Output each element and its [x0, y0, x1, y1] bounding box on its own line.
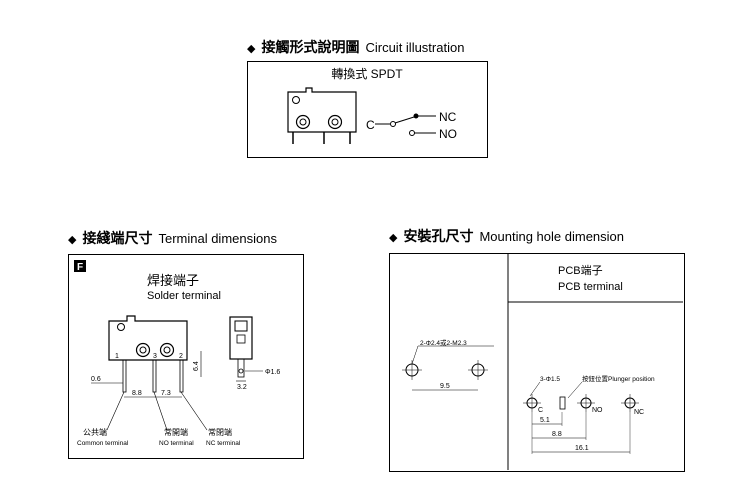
dim-7-3: 7.3: [161, 390, 171, 397]
right-terminal-hole-icon: [327, 114, 343, 130]
terminal-hole-left-inner: [139, 346, 147, 354]
pin-nc-body: [179, 359, 184, 393]
terminal-header-en: Terminal dimensions: [158, 231, 277, 246]
circuit-diagram: 轉換式 SPDT C NC NO: [287, 67, 457, 144]
pin-hole-icon: [238, 368, 244, 374]
pcb-label-no: NO: [592, 407, 603, 414]
terminal-title-zh: 焊接端子: [147, 273, 199, 288]
circuit-header-en: Circuit illustration: [365, 40, 465, 55]
left-terminal-hole-icon: [295, 114, 311, 130]
circuit-section-header: ◆ 接觸形式說明圖 Circuit illustration: [247, 37, 464, 57]
side-pin: [237, 358, 245, 378]
no-label-zh: 常開端: [164, 427, 188, 437]
terminal-diagram: F 焊接端子 Solder terminal 1 2 3 0.6 8.8 7.3…: [74, 260, 280, 447]
terminal-header-zh: 接綫端尺寸: [82, 231, 153, 247]
common-contact-icon: [390, 121, 396, 127]
side-detail: [236, 334, 246, 344]
dim-8-8: 8.8: [132, 390, 142, 397]
pin-label-3: 3: [153, 353, 157, 360]
dim-16-1: 16.1: [575, 445, 589, 452]
hole-note-leader: [411, 345, 419, 365]
no-label-en: NO terminal: [159, 440, 194, 447]
diamond-bullet-icon: ◆: [68, 233, 77, 246]
dim-8-8-pcb: 8.8: [552, 431, 562, 438]
switch-side-outline: [229, 316, 253, 360]
dim-5-1: 5.1: [540, 417, 550, 424]
leader-common: [106, 391, 125, 431]
terminal-hole-left-icon: [135, 342, 151, 358]
dim-0-6: 0.6: [91, 376, 101, 383]
mounting-diagram: PCB端子 PCB terminal 2-Φ2.4或2-M2.3 9.5 3-Φ…: [402, 254, 683, 470]
terminal-hole-right-icon: [159, 342, 175, 358]
mount-hole-icon: [117, 323, 125, 331]
pin-label-1: 1: [115, 353, 119, 360]
circuit-label-c: C: [366, 118, 375, 132]
pcb-label-c: C: [538, 407, 543, 414]
nc-contact-icon: [413, 113, 419, 119]
pcb-title-zh: PCB端子: [558, 264, 603, 277]
mounting-section-header: ◆ 安裝孔尺寸 Mounting hole dimension: [389, 226, 624, 246]
plunger-mark: [559, 396, 566, 410]
terminal-box: F 焊接端子 Solder terminal 1 2 3 0.6 8.8 7.3…: [68, 254, 304, 459]
dim-phi-1-6: Φ1.6: [265, 369, 280, 376]
common-label-zh: 公共端: [83, 427, 107, 437]
pcb-title-en: PCB terminal: [558, 281, 623, 293]
leader-nc: [180, 391, 208, 431]
circuit-label-no: NO: [439, 127, 457, 141]
pin-label-2: 2: [179, 353, 183, 360]
dim-9-5: 9.5: [440, 383, 450, 390]
pin-common-body: [122, 359, 127, 393]
mounting-box: PCB端子 PCB terminal 2-Φ2.4或2-M2.3 9.5 3-Φ…: [389, 253, 685, 472]
left-terminal-hole-inner: [299, 118, 307, 126]
dim-3-2: 3.2: [237, 384, 247, 391]
pin-note-leader: [529, 381, 541, 397]
badge-f-label: F: [77, 262, 83, 273]
nc-label-en: NC terminal: [206, 440, 241, 447]
right-terminal-hole-inner: [331, 118, 339, 126]
terminal-title-en: Solder terminal: [147, 290, 221, 302]
pin-note: 3-Φ1.5: [540, 376, 560, 383]
badge-f: [74, 260, 86, 272]
circuit-title: 轉換式 SPDT: [331, 67, 403, 81]
common-label-en: Common terminal: [77, 440, 129, 447]
dim-6-4: 6.4: [193, 361, 200, 371]
plunger-note: 按鈕位置Plunger position: [582, 374, 655, 383]
no-contact-icon: [409, 130, 415, 136]
diamond-bullet-icon: ◆: [389, 231, 398, 244]
mounting-header-zh: 安裝孔尺寸: [403, 229, 474, 245]
switch-front-outline: [108, 315, 188, 361]
diamond-bullet-icon: ◆: [247, 42, 256, 55]
circuit-box: 轉換式 SPDT C NC NO: [247, 61, 488, 158]
terminal-section-header: ◆ 接綫端尺寸 Terminal dimensions: [68, 228, 277, 248]
nc-label-zh: 常閉端: [208, 427, 232, 437]
circuit-header-zh: 接觸形式說明圖: [261, 40, 360, 56]
mount-hole-icon: [292, 96, 300, 104]
switch-arm: [394, 116, 415, 124]
switch-body-outline: [287, 87, 357, 133]
terminal-hole-right-inner: [163, 346, 171, 354]
pcb-label-nc: NC: [634, 409, 644, 416]
side-plunger: [234, 320, 248, 332]
circuit-label-nc: NC: [439, 110, 457, 124]
leader-no: [153, 391, 168, 431]
pin-no-body: [152, 359, 157, 393]
mounting-header-en: Mounting hole dimension: [479, 229, 625, 244]
plunger-note-leader: [567, 381, 583, 399]
hole-note: 2-Φ2.4或2-M2.3: [420, 338, 467, 347]
